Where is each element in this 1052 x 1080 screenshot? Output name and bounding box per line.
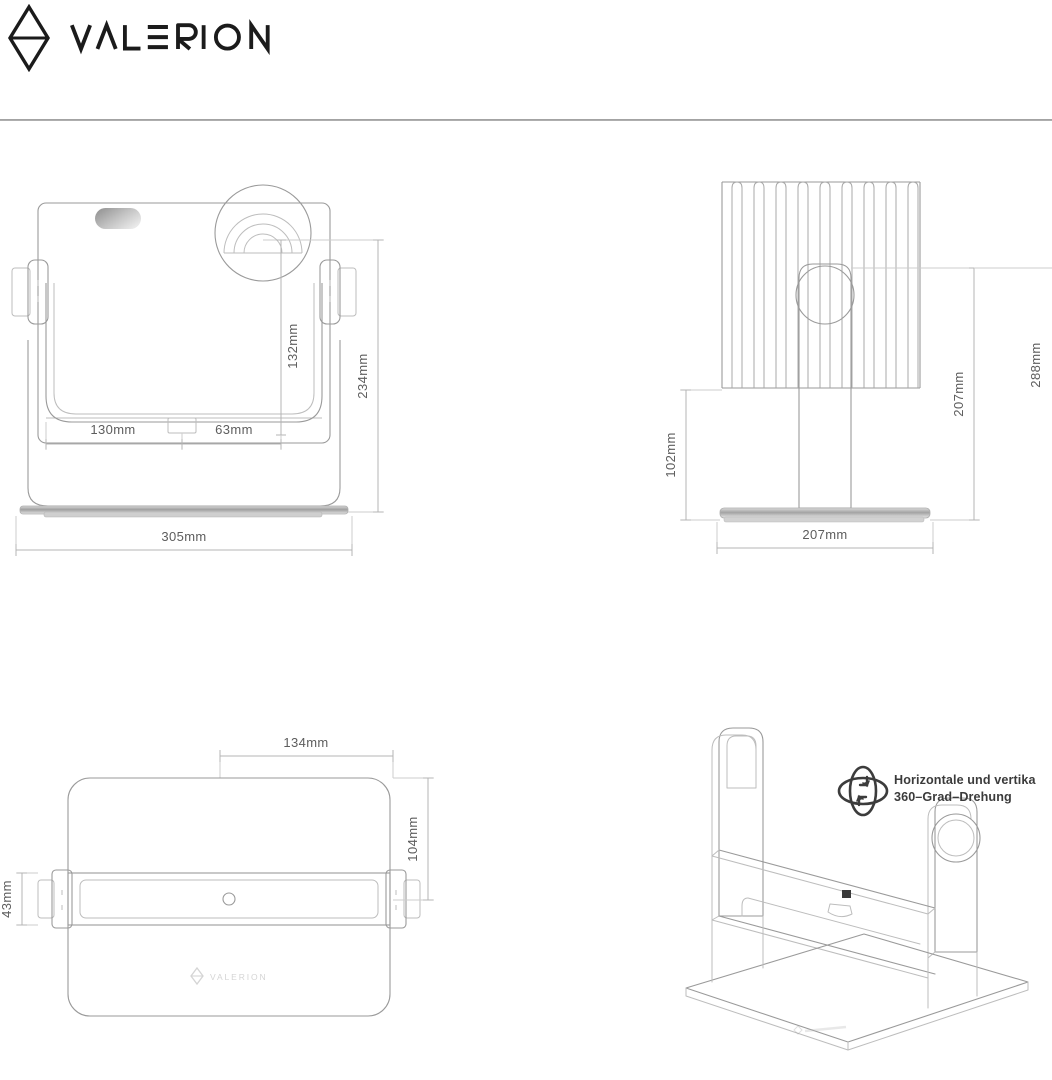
rotation-note-line2: 360–Grad–Drehung: [894, 789, 1012, 804]
dimension-left-offset: 130mm: [45, 422, 183, 450]
dimension-lens-height: 132mm: [263, 239, 330, 436]
hinge-bracket-left: [11, 259, 49, 325]
dimension-base-width: 207mm: [716, 522, 934, 554]
dimension-label: 102mm: [663, 432, 678, 477]
dimension-lens-offset: 63mm: [182, 422, 282, 450]
page-header: [0, 0, 1052, 121]
dimension-label: 132mm: [285, 323, 300, 368]
dimension-label: 305mm: [161, 529, 206, 544]
dimension-label: 207mm: [951, 371, 966, 416]
dimension-label: 130mm: [90, 422, 135, 437]
rotation-note: Horizontale und vertika 360–Grad–Drehung: [894, 772, 1052, 805]
sensor-pill-icon: [95, 208, 141, 229]
hinge-block-right: [385, 869, 421, 929]
rotate-360-icon: [837, 765, 889, 817]
rotation-note-line1: Horizontale und vertika: [894, 773, 1036, 787]
hinge-block-left: [37, 869, 73, 929]
top-view: 134mm: [0, 720, 470, 1080]
dimension-label: 43mm: [0, 880, 14, 918]
dimension-body-height: 207mm: [851, 267, 980, 521]
isometric-stand-view: [650, 720, 1052, 1080]
header-divider: [0, 119, 1052, 121]
valerion-watermark-logo: VALERION: [190, 966, 268, 986]
dimension-bar-height: 43mm: [0, 872, 38, 926]
dimension-label: 104mm: [405, 816, 420, 861]
dimension-total-height-288: 288mm: [974, 267, 1052, 388]
front-view: 132mm 234mm 130mm: [0, 150, 470, 610]
dimension-depth: 134mm: [219, 735, 394, 778]
dimension-label: 63mm: [215, 422, 253, 437]
watermark-text: VALERION: [210, 972, 268, 982]
base-watermark-logo: [793, 1025, 847, 1035]
brand-wordmark: [70, 19, 270, 56]
dimension-width: 104mm: [393, 777, 434, 901]
dimension-stand-height: 102mm: [663, 389, 722, 521]
brand-logo: [6, 4, 286, 72]
valerion-diamond-logo-icon: [8, 4, 50, 72]
dimension-label: 207mm: [802, 527, 847, 542]
hinge-bracket-right: [319, 259, 357, 325]
rear-view: 102mm 207mm 288mm: [660, 150, 1052, 610]
heatsink-fins-icon: [721, 181, 921, 389]
stand-column: [795, 263, 855, 509]
hinge-bar: [67, 872, 391, 926]
dimension-total-width: 305mm: [15, 516, 353, 556]
lens-assembly-icon: [214, 184, 312, 282]
dimension-total-height: 234mm: [330, 239, 384, 513]
dimension-label: 288mm: [1028, 342, 1043, 387]
dimension-label: 234mm: [355, 353, 370, 398]
dimension-label: 134mm: [283, 735, 328, 750]
